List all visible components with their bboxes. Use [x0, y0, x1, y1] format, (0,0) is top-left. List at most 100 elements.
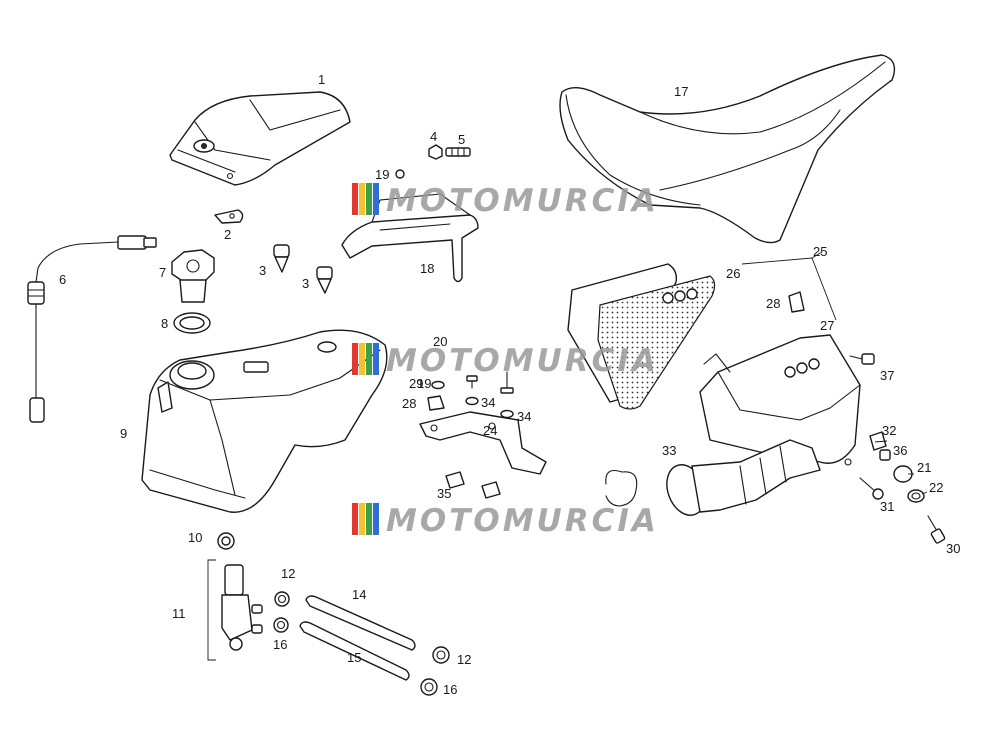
callout-28b: 28	[766, 296, 780, 311]
callout-12a: 12	[281, 566, 295, 581]
callout-3b: 3	[302, 276, 309, 291]
callout-27: 27	[820, 318, 834, 333]
callout-34b: 34	[517, 409, 531, 424]
watermark-stripe-green	[366, 503, 372, 535]
callout-20: 20	[433, 334, 447, 349]
hose-clip-part-b	[273, 617, 289, 633]
airbox-part	[699, 334, 861, 466]
hose-clip-part-a	[274, 591, 290, 607]
callout-34a: 34	[481, 395, 495, 410]
fuel-tank-part	[141, 329, 388, 513]
callout-22: 22	[929, 480, 943, 495]
callout-17: 17	[674, 84, 688, 99]
nut-part	[428, 144, 443, 160]
callout-1: 1	[318, 72, 325, 87]
callout-16b: 16	[443, 682, 457, 697]
leader-lines	[741, 251, 837, 321]
watermark-stripe-yellow	[359, 183, 365, 215]
callout-labels: 1 2 3 3 4 5 6 7 8 9 10 11 12 12 14 15 16…	[59, 72, 960, 697]
clip-nut-part-b	[445, 471, 465, 489]
washer-part	[395, 169, 405, 179]
watermark-stripe-yellow	[359, 343, 365, 375]
callout-9: 9	[120, 426, 127, 441]
callout-21: 21	[917, 460, 931, 475]
washer-part-b	[431, 380, 445, 390]
callout-25: 25	[813, 244, 827, 259]
callout-24: 24	[483, 423, 497, 438]
watermark-stripe-red	[352, 183, 358, 215]
callout-8: 8	[161, 316, 168, 331]
rubber-buffer-part-b	[316, 266, 333, 294]
callout-2: 2	[224, 227, 231, 242]
callout-29: 29	[409, 376, 423, 391]
washer-part-d	[500, 409, 514, 419]
hose-clip-part-c	[432, 646, 450, 664]
watermark-stripe-yellow	[359, 503, 365, 535]
fuel-hose-part-a	[305, 595, 416, 651]
watermark-stripe-blue	[373, 343, 379, 375]
callout-7: 7	[159, 265, 166, 280]
screw-part-a	[500, 371, 514, 394]
callout-16a: 16	[273, 637, 287, 652]
watermark-top: MOTOMURCIA	[352, 183, 659, 219]
callout-35: 35	[437, 486, 451, 501]
watermark-bottom: MOTOMURCIA	[352, 503, 659, 539]
callout-19b: 19	[417, 376, 431, 391]
watermark-middle: MOTOMURCIA	[352, 343, 659, 379]
bolt-part-30	[927, 515, 946, 544]
callout-33: 33	[662, 443, 676, 458]
mounting-bracket-part	[419, 411, 547, 475]
clip-nut-part-a	[427, 395, 445, 411]
callout-26: 26	[726, 266, 740, 281]
watermark-stripe-green	[366, 343, 372, 375]
clip-part-32	[869, 431, 887, 451]
callout-19: 19	[375, 167, 389, 182]
callout-30: 30	[946, 541, 960, 556]
watermark-text: MOTOMURCIA	[386, 183, 659, 219]
screw-part-31	[859, 477, 884, 500]
callout-11: 11	[172, 606, 186, 621]
callout-31: 31	[880, 499, 894, 514]
callout-37: 37	[880, 368, 894, 383]
rubber-buffer-part-a	[273, 244, 290, 273]
callout-36: 36	[893, 443, 907, 458]
nut-part-22	[907, 489, 925, 503]
o-ring-part	[173, 312, 211, 334]
clip-nut-part-c	[481, 481, 501, 499]
fuel-hose-part-b	[299, 621, 410, 681]
callout-6: 6	[59, 272, 66, 287]
callout-14: 14	[352, 587, 366, 602]
watermark-stripe-red	[352, 503, 358, 535]
grommet-part-36	[879, 449, 891, 461]
callout-5: 5	[458, 132, 465, 147]
callout-15: 15	[347, 650, 361, 665]
bolt-part	[445, 147, 471, 157]
watermark-stripe-red	[352, 343, 358, 375]
callout-4: 4	[430, 129, 437, 144]
callout-3a: 3	[259, 263, 266, 278]
watermark-stripe-green	[366, 183, 372, 215]
spring-clip-part	[605, 469, 638, 507]
callout-12b: 12	[457, 652, 471, 667]
clip-part-28b	[788, 291, 805, 313]
seat-bracket-part	[341, 193, 479, 283]
washer-part-c	[465, 396, 479, 406]
fuel-tap-part	[207, 559, 263, 661]
hose-clip-part-d	[420, 678, 438, 696]
callout-10: 10	[188, 530, 202, 545]
seat-part	[559, 54, 896, 244]
callout-32: 32	[882, 423, 896, 438]
screw-part-b	[466, 375, 478, 389]
watermark-text: MOTOMURCIA	[386, 343, 659, 379]
callout-28a: 28	[402, 396, 416, 411]
fuel-sensor-cable-part	[27, 235, 157, 423]
clip-part	[214, 209, 244, 224]
watermark-stripe-blue	[373, 503, 379, 535]
watermark-text: MOTOMURCIA	[386, 503, 659, 539]
callout-18: 18	[420, 261, 434, 276]
intake-boot-part	[666, 439, 821, 516]
hose-clamp-part	[217, 532, 235, 550]
air-filter-part	[567, 263, 716, 410]
screw-part-37	[849, 353, 875, 365]
